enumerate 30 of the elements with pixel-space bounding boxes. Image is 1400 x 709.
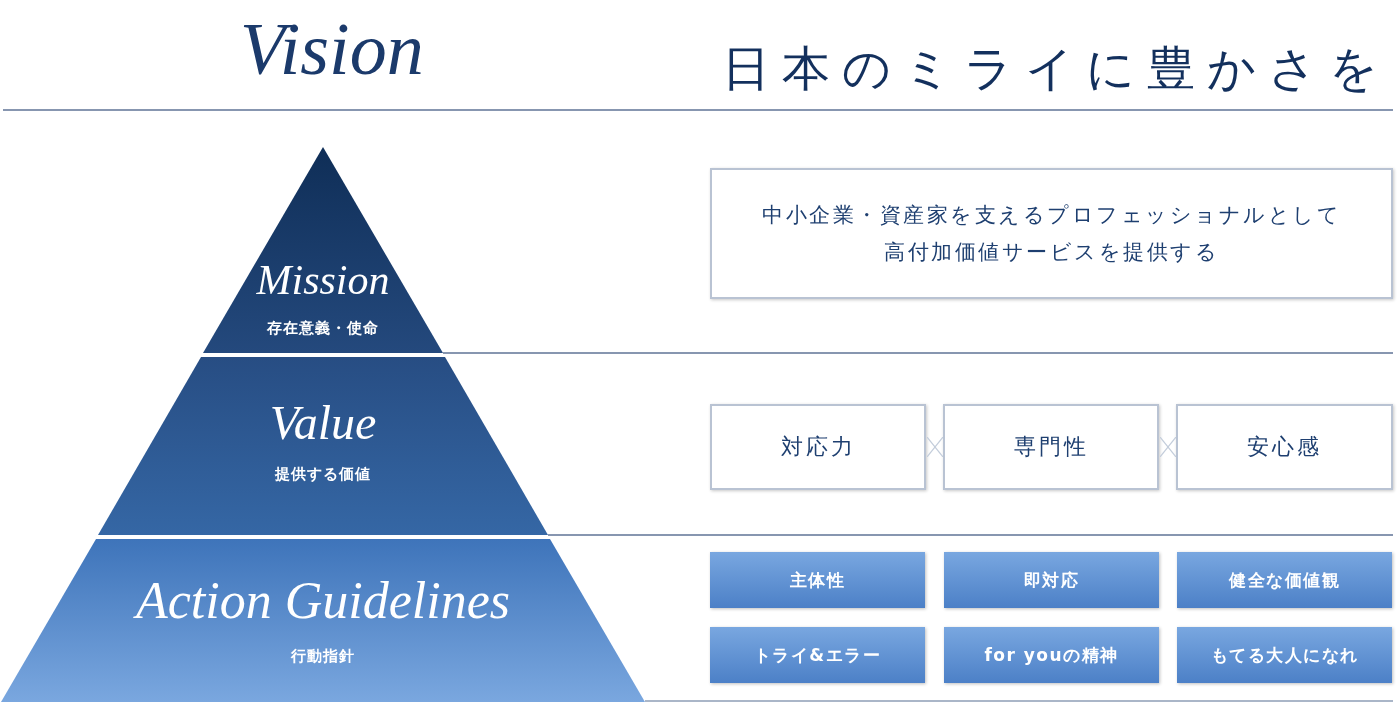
guideline-card: [1177, 627, 1392, 683]
tier-subtitle: 提供する価値: [275, 467, 371, 482]
value-card: [710, 404, 926, 490]
guideline-card: [1177, 552, 1392, 608]
guideline-text: 健全な価値観: [1229, 569, 1340, 591]
vision-statement: 日本のミライに豊かさを: [722, 44, 1390, 92]
guideline-text: 主体性: [789, 569, 846, 591]
value-text: 安心感: [1247, 432, 1322, 461]
guideline-card: [710, 552, 925, 608]
pyramid-tier: [98, 357, 548, 535]
section-heading: Vision: [240, 12, 424, 86]
pyramid-tier: [203, 147, 443, 353]
value-text: 対応力: [780, 432, 856, 461]
guideline-card: [710, 627, 925, 683]
guideline-card: [944, 552, 1159, 608]
value-text: 専門性: [1013, 432, 1089, 461]
tier-subtitle: 行動指針: [291, 649, 355, 664]
pyramid-tier: [1, 539, 645, 702]
value-card: [1176, 404, 1393, 490]
tier-title: Mission: [256, 259, 390, 301]
statement-text: 中小企業・資産家を支えるプロフェッショナルとして高付加価値サービスを提供する: [761, 201, 1342, 266]
tier-subtitle: 存在意義・使命: [267, 321, 379, 336]
guideline-card: [944, 627, 1159, 683]
value-card: [943, 404, 1159, 490]
guideline-text: もてる大人になれ: [1210, 644, 1359, 666]
statement-card: [710, 168, 1393, 299]
guideline-text: トライ&エラー: [753, 644, 882, 666]
tier-title: Value: [269, 399, 377, 447]
guideline-text: for youの精神: [984, 644, 1119, 666]
guideline-text: 即対応: [1023, 569, 1080, 591]
